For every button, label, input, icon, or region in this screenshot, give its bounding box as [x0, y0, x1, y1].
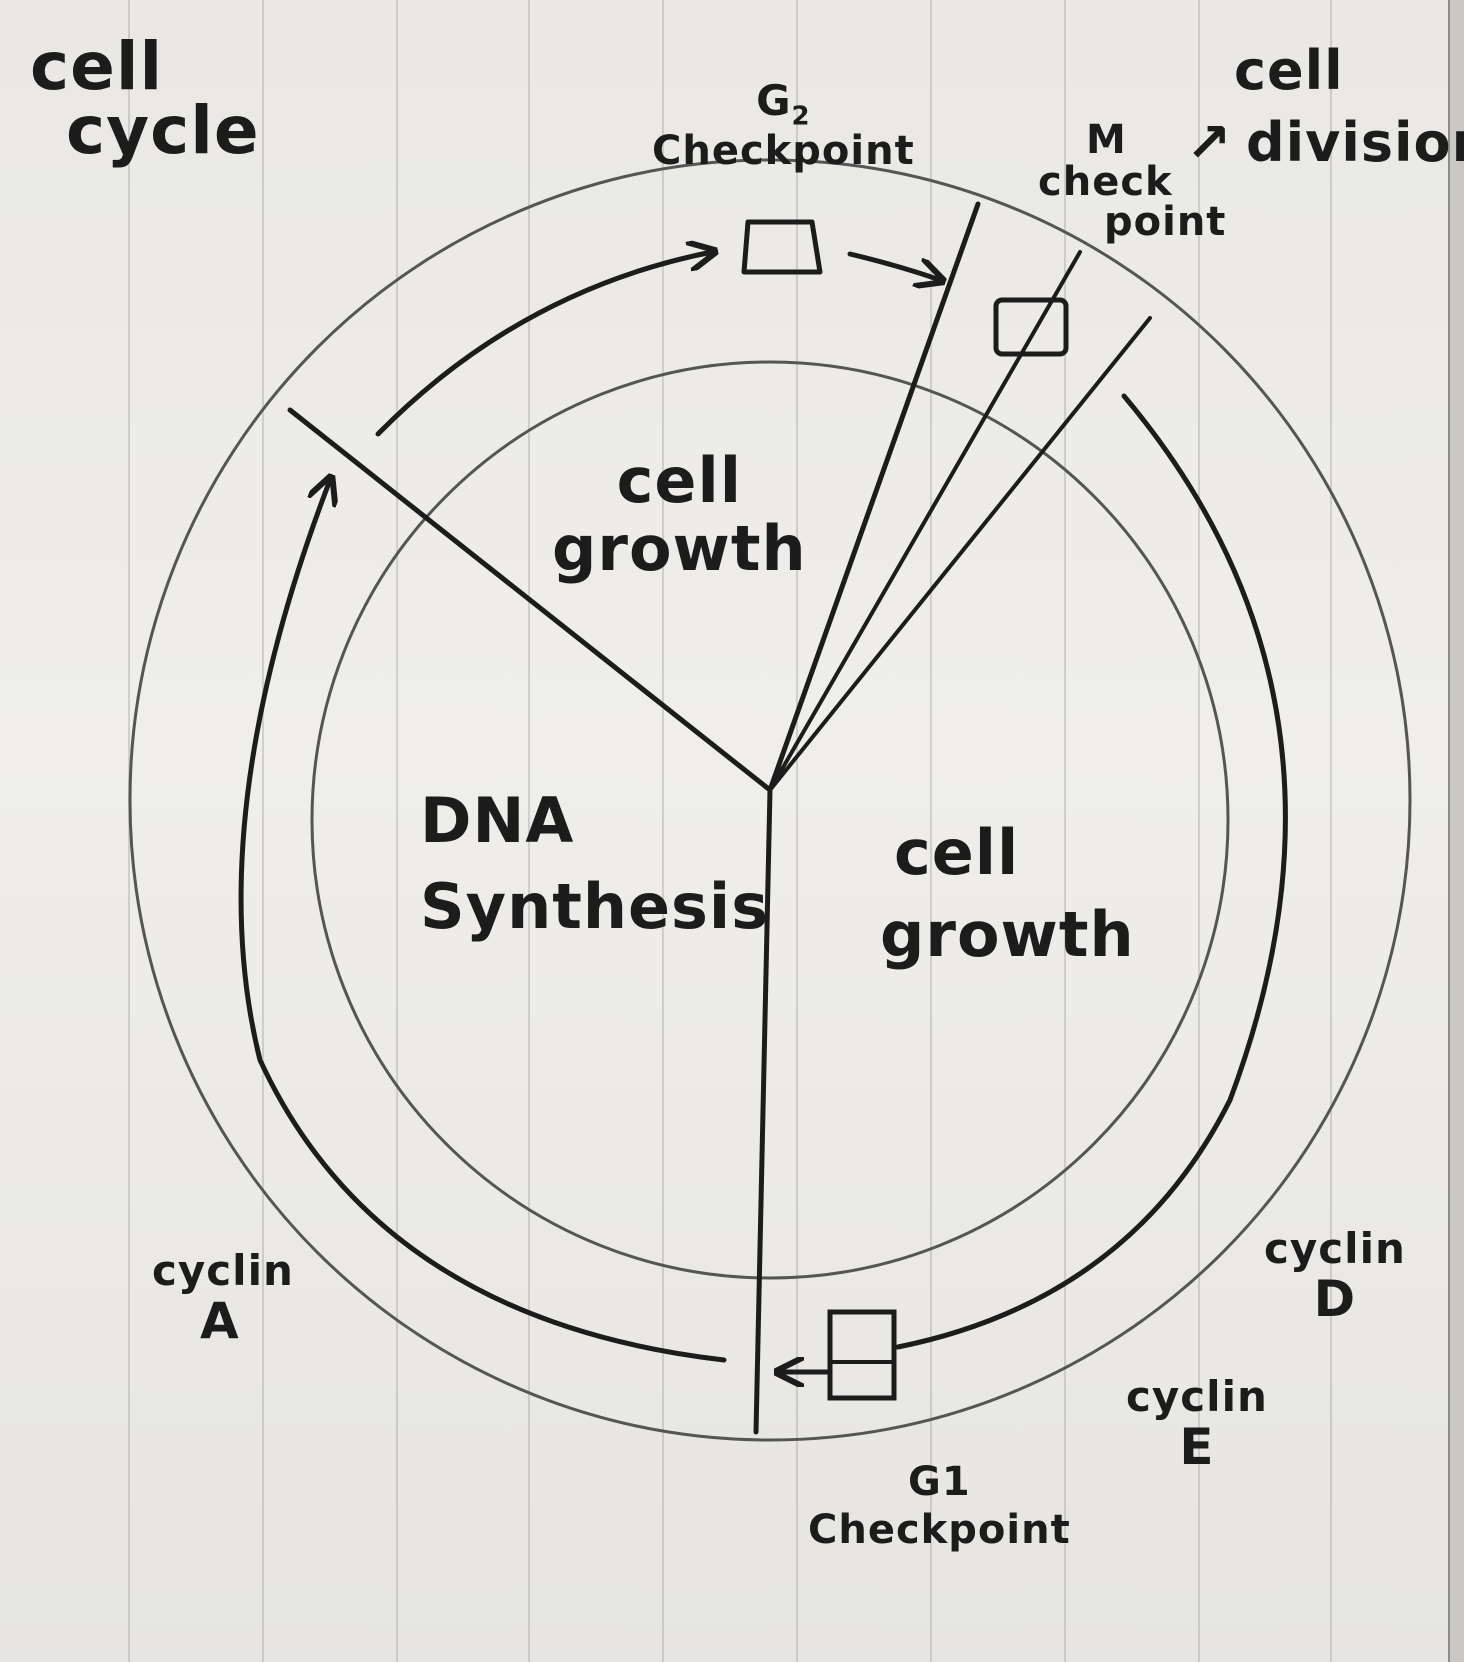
- m-checkpoint-line-3: point: [1104, 199, 1227, 245]
- ruling-line: [528, 0, 530, 1662]
- g1-growth-label: cell growth: [880, 822, 1135, 966]
- cell-division-line-1: cell: [1234, 39, 1344, 102]
- divider-g1-s: [753, 787, 773, 1435]
- page-edge: [1448, 0, 1464, 1662]
- outer-ring: [128, 158, 1412, 1442]
- g2-checkpoint-box: [741, 219, 823, 275]
- dna-synthesis-line-1: DNA: [420, 784, 575, 857]
- g2-checkpoint-name: G2: [756, 76, 811, 132]
- g2-growth-line-1: cell: [616, 444, 742, 517]
- dna-synthesis-label: DNA Synthesis: [420, 790, 769, 938]
- inner-ring: [310, 360, 1230, 1280]
- divider-m-g1: [768, 316, 1152, 792]
- ruling-line: [262, 0, 264, 1662]
- cell-division-line-2: division: [1246, 111, 1464, 174]
- ruling-line: [1064, 0, 1066, 1662]
- ruling-line: [662, 0, 664, 1662]
- g2-growth-line-2: growth: [552, 512, 807, 585]
- ruling-line: [796, 0, 798, 1662]
- ruling-line: [1198, 0, 1200, 1662]
- cyclin-e-label: cyclin E: [1126, 1372, 1268, 1476]
- g1-growth-line-1: cell: [894, 816, 1020, 889]
- g2-checkpoint-label: G2 Checkpoint: [652, 76, 915, 175]
- g1-checkpoint-box: [827, 1309, 897, 1401]
- ruling-line: [396, 0, 398, 1662]
- cyclin-e-letter: E: [1179, 1418, 1215, 1476]
- arrow-g1-to-s: [238, 480, 727, 1363]
- cyclin-a-letter: A: [200, 1292, 240, 1350]
- ruling-line: [930, 0, 932, 1662]
- cyclin-a-word: cyclin: [152, 1246, 294, 1295]
- cell-division-arrow: ↗: [1186, 111, 1233, 174]
- ruling-line: [1330, 0, 1332, 1662]
- g1-growth-line-2: growth: [880, 898, 1135, 971]
- title-line-1: cell: [30, 28, 164, 105]
- m-checkpoint-label: M check point: [1038, 120, 1226, 242]
- g1-checkpoint-line-1: G1: [908, 1459, 971, 1505]
- g1-checkpoint-label: G1 Checkpoint: [808, 1462, 1071, 1550]
- g2-checkpoint-word: Checkpoint: [652, 128, 915, 175]
- g2-growth-label: cell growth: [552, 450, 807, 580]
- arrow-g2-to-m: [847, 251, 940, 280]
- divider-s-g2: [287, 407, 773, 793]
- m-checkpoint-box: [993, 297, 1069, 357]
- divider-g2-m: [767, 201, 981, 793]
- ruling-line: [128, 0, 130, 1662]
- m-checkpoint-line-2: check: [1038, 159, 1173, 205]
- cyclin-a-label: cyclin A: [152, 1246, 294, 1350]
- m-checkpoint-line-1: M: [1086, 117, 1127, 163]
- divider-m-start: [768, 250, 1082, 792]
- arrow-s-to-g2: [375, 252, 712, 437]
- title-line-2: cycle: [66, 92, 260, 169]
- cyclin-d-word: cyclin: [1264, 1224, 1406, 1273]
- g1-checkpoint-line-2: Checkpoint: [808, 1507, 1071, 1553]
- cyclin-d-letter: D: [1313, 1270, 1357, 1328]
- cyclin-d-label: cyclin D: [1264, 1224, 1406, 1328]
- arrow-division-to-g1: [895, 393, 1288, 1350]
- cyclin-e-word: cyclin: [1126, 1372, 1268, 1421]
- dna-synthesis-line-2: Synthesis: [420, 870, 770, 943]
